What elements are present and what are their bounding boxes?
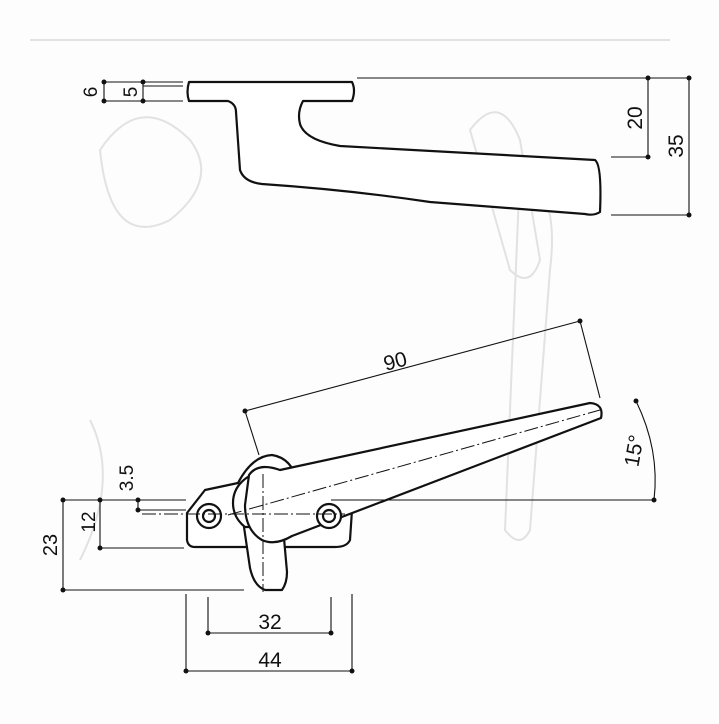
dim-label-6: 6 xyxy=(81,87,102,98)
dim-label-23: 23 xyxy=(40,534,62,556)
dim-15-degrees: 15° xyxy=(331,398,657,503)
dim-left-stack: 3.5 12 23 xyxy=(40,465,244,593)
lever-arm xyxy=(243,401,603,544)
side-handle-profile xyxy=(186,80,602,216)
dim-label-32: 32 xyxy=(258,611,281,634)
dim-bottom-stack: 32 44 xyxy=(183,594,355,674)
top-view: 90 15° 3.5 12 23 xyxy=(40,318,657,674)
screw-hole-left xyxy=(195,502,223,530)
dim-20-35: 20 35 xyxy=(357,75,692,218)
dim-label-5: 5 xyxy=(121,87,142,98)
screw-hole-right xyxy=(315,502,343,530)
dim-label-15: 15° xyxy=(621,433,649,468)
dim-label-90: 90 xyxy=(381,348,410,376)
dim-6-5: 6 5 xyxy=(81,79,183,104)
side-view: 6 5 20 35 xyxy=(81,75,692,218)
dim-label-44: 44 xyxy=(258,649,282,672)
dim-label-35: 35 xyxy=(665,134,688,157)
dim-label-3-5: 3.5 xyxy=(117,465,138,491)
dim-label-20: 20 xyxy=(624,106,647,129)
center-lines xyxy=(142,409,601,592)
dim-label-12: 12 xyxy=(79,511,100,532)
